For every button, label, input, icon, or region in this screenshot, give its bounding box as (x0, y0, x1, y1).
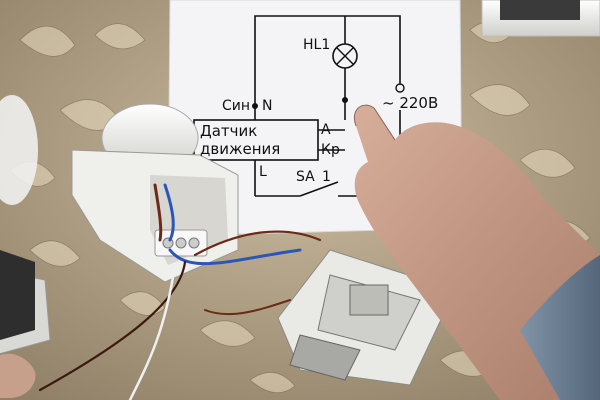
switch-label: SA (296, 169, 315, 185)
lamp-symbol (332, 43, 358, 69)
supply-terminal (395, 83, 405, 93)
neutral-node (252, 103, 258, 109)
supply-label: ~ 220В (382, 94, 439, 112)
switch-number: 1 (322, 169, 331, 185)
wall-switch (481, 0, 600, 37)
left-finger (0, 353, 36, 398)
terminal-l-label: L (259, 164, 267, 180)
lamp-socket (0, 95, 51, 355)
lamp-node (342, 97, 348, 103)
sensor-label-line1: Датчик (200, 122, 258, 140)
neutral-color-label: Син (222, 98, 251, 114)
lamp-label: HL1 (303, 37, 331, 53)
sensor-label-line2: движения (200, 140, 281, 158)
terminal-kr-label: Кр (321, 142, 340, 158)
switch-mechanism (277, 249, 456, 386)
motion-sensor (71, 103, 239, 283)
neutral-terminal-label: N (262, 98, 273, 114)
terminal-a-label: A (321, 122, 331, 138)
hand (354, 104, 600, 400)
wires (38, 183, 322, 400)
sleeve (520, 255, 600, 400)
